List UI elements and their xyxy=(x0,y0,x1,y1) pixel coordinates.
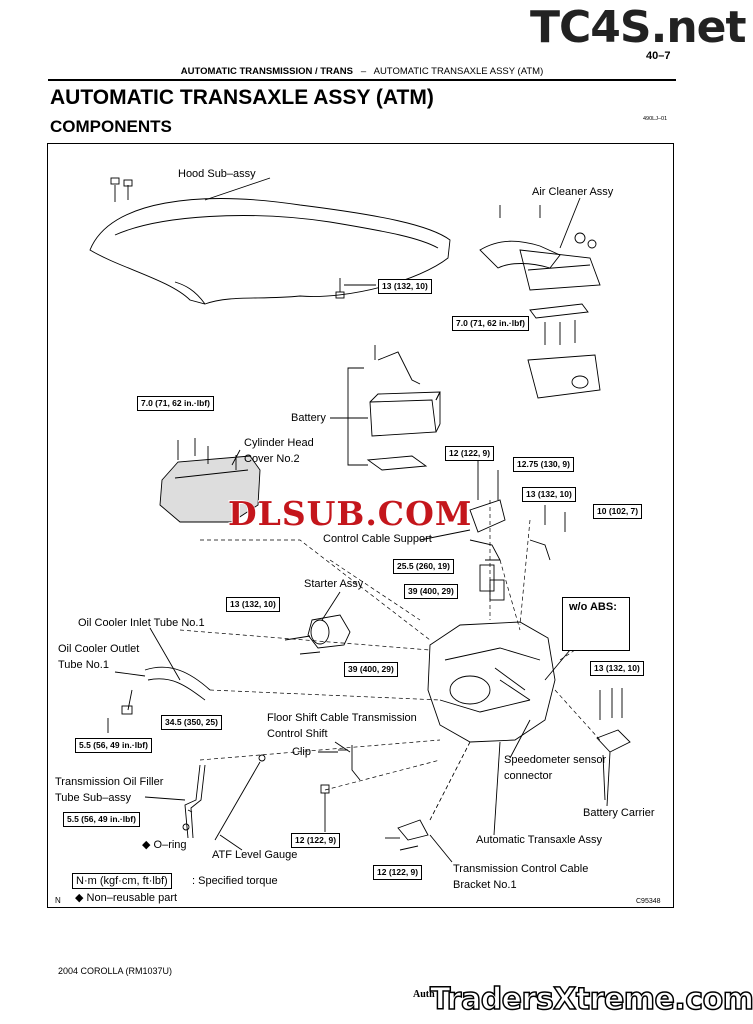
torque-12-clip: 12 (122, 9) xyxy=(291,833,341,848)
label-tcc-bracket-2: Bracket No.1 xyxy=(453,879,517,891)
label-o-ring: ◆ O–ring xyxy=(142,838,187,852)
label-battery: Battery xyxy=(291,412,326,424)
starter-drawing xyxy=(284,614,351,655)
torque-13-starter: 13 (132, 10) xyxy=(226,597,280,612)
components-illustration xyxy=(89,177,631,863)
non-reusable-symbol: ◆ xyxy=(75,892,84,904)
torque-cyl-head: 7.0 (71, 62 in.·lbf) xyxy=(137,396,214,411)
reference-code: 490LJ–01 xyxy=(643,116,668,122)
page-number: 40–7 xyxy=(646,50,671,62)
corner-mark: N xyxy=(55,896,61,905)
label-floor-shift-2: Control Shift xyxy=(267,728,328,740)
header-section: AUTOMATIC TRANSMISSION / TRANS xyxy=(180,66,353,77)
label-tcc-bracket-1: Transmission Control Cable xyxy=(453,863,589,875)
label-cyl-head-1: Cylinder Head xyxy=(244,437,314,449)
label-speedometer-2: connector xyxy=(504,770,553,782)
label-transaxle: Automatic Transaxle Assy xyxy=(476,834,602,846)
label-clip: Clip xyxy=(292,746,311,758)
dlsub-watermark: DLSUB.COM xyxy=(228,494,473,533)
legend-torque-units: N·m (kgf·cm, ft·lbf) xyxy=(72,873,172,889)
label-oil-cooler-outlet-2: Tube No.1 xyxy=(58,659,109,671)
torque-5-5-cooler: 5.5 (56, 49 in.·lbf) xyxy=(75,738,152,753)
label-air-cleaner: Air Cleaner Assy xyxy=(532,186,614,198)
torque-hood: 13 (132, 10) xyxy=(378,279,432,294)
label-oil-filler-2: Tube Sub–assy xyxy=(55,792,132,804)
figure-code: C95348 xyxy=(636,898,661,905)
oil-filler-tube-drawing xyxy=(182,754,266,841)
air-cleaner-drawing xyxy=(479,205,601,399)
label-hood: Hood Sub–assy xyxy=(178,168,256,180)
torque-12-75: 12.75 (130, 9) xyxy=(513,457,574,472)
torque-air-cleaner: 7.0 (71, 62 in.·lbf) xyxy=(452,316,529,331)
tcc-bracket-drawing xyxy=(385,819,453,863)
label-cyl-head-2: Cover No.2 xyxy=(244,453,300,465)
o-ring-symbol: ◆ xyxy=(142,839,151,851)
cylinder-head-cover-drawing xyxy=(159,438,261,523)
torque-12-bracket: 12 (122, 9) xyxy=(373,865,423,880)
cable-support-drawing xyxy=(469,460,566,601)
running-header: AUTOMATIC TRANSMISSION / TRANS – AUTOMAT… xyxy=(0,66,724,77)
label-oil-cooler-inlet: Oil Cooler Inlet Tube No.1 xyxy=(78,617,205,629)
page-subtitle: COMPONENTS xyxy=(50,117,172,136)
hood-drawing xyxy=(89,177,451,305)
label-oil-cooler-outlet-1: Oil Cooler Outlet xyxy=(58,643,140,655)
torque-34-5: 34.5 (350, 25) xyxy=(161,715,222,730)
tradersxtreme-watermark: TradersXtreme.com xyxy=(429,981,753,1018)
header-rule xyxy=(48,79,676,81)
label-floor-shift-1: Floor Shift Cable Transmission xyxy=(267,712,417,724)
torque-13-carrier: 13 (132, 10) xyxy=(590,661,644,676)
header-subsection: AUTOMATIC TRANSAXLE ASSY (ATM) xyxy=(373,66,544,77)
o-ring-text: O–ring xyxy=(153,839,187,851)
non-reusable-text: Non–reusable part xyxy=(86,892,178,904)
header-separator: – xyxy=(360,66,367,77)
label-speedometer-1: Speedometer sensor xyxy=(504,754,607,766)
torque-10: 10 (102, 7) xyxy=(593,504,643,519)
torque-13-cable: 13 (132, 10) xyxy=(522,487,576,502)
legend-torque-desc: : Specified torque xyxy=(192,875,278,887)
label-battery-carrier: Battery Carrier xyxy=(583,807,655,819)
components-diagram-frame xyxy=(47,143,674,908)
footer-fragment: Auth xyxy=(413,989,435,1000)
page-title: AUTOMATIC TRANSAXLE ASSY (ATM) xyxy=(50,86,434,109)
battery-drawing xyxy=(347,345,441,471)
transaxle-drawing xyxy=(427,621,556,743)
tc4s-watermark: TC4S.net xyxy=(530,2,747,53)
torque-12-battery: 12 (122, 9) xyxy=(445,446,495,461)
wo-abs-label: w/o ABS: xyxy=(569,601,617,613)
torque-5-5-filler: 5.5 (56, 49 in.·lbf) xyxy=(63,812,140,827)
torque-39-starter: 39 (400, 29) xyxy=(344,662,398,677)
torque-25-5: 25.5 (260, 19) xyxy=(393,559,454,574)
torque-39-upper: 39 (400, 29) xyxy=(404,584,458,599)
battery-carrier-drawing xyxy=(596,688,631,801)
footer-model: 2004 COROLLA (RM1037U) xyxy=(58,966,173,976)
wo-abs-inset: w/o ABS: xyxy=(562,597,630,651)
legend-non-reusable: ◆ Non–reusable part xyxy=(75,891,177,905)
label-starter: Starter Assy xyxy=(304,578,364,590)
shift-cable-drawing xyxy=(320,745,361,832)
label-control-cable-support: Control Cable Support xyxy=(323,533,432,545)
oil-cooler-tubes-drawing xyxy=(107,666,211,733)
label-atf-gauge: ATF Level Gauge xyxy=(212,849,298,861)
label-oil-filler-1: Transmission Oil Filler xyxy=(55,776,164,788)
